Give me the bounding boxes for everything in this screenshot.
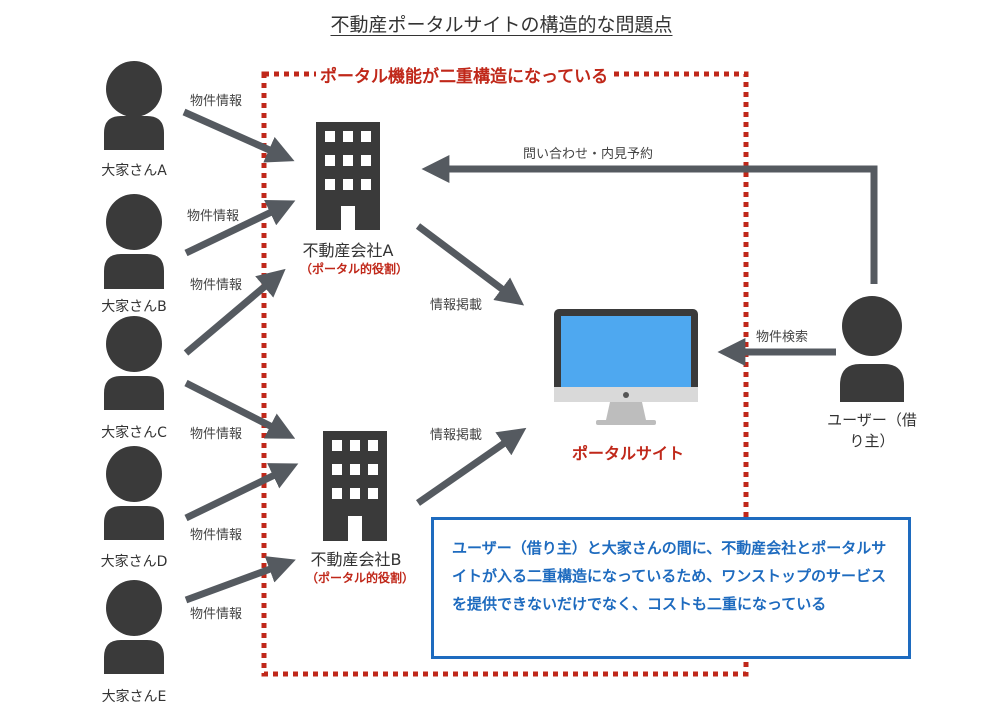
arrow-landlord-b-to-company-a bbox=[184, 200, 296, 257]
property-info-label: 物件情報 bbox=[190, 94, 243, 109]
arrow-landlord-c-to-company-a bbox=[183, 268, 286, 356]
listing-label-b: 情報掲載 bbox=[430, 428, 483, 443]
company-a-label: 不動産会社A bbox=[302, 241, 394, 260]
user-icon bbox=[840, 296, 904, 402]
arrow-landlord-a-to-company-a bbox=[182, 108, 295, 163]
property-info-label: 物件情報 bbox=[187, 209, 240, 224]
landlord-c-label: 大家さんC bbox=[101, 425, 167, 441]
company-b-label: 不動産会社B bbox=[310, 550, 402, 569]
landlord-d-label: 大家さんD bbox=[100, 554, 168, 570]
search-label: 物件検索 bbox=[756, 330, 809, 345]
arrow-user-to-company-a bbox=[421, 155, 878, 284]
company-b-building-icon bbox=[323, 431, 387, 541]
company-b-role-label: （ポータル的役割） bbox=[305, 571, 414, 585]
landlord-c-icon bbox=[104, 316, 164, 410]
arrow-company-a-to-portal bbox=[415, 223, 525, 306]
property-info-label: 物件情報 bbox=[190, 528, 243, 543]
note-text: ユーザー（借り主）と大家さんの間に、不動産会社とポータルサイトが入る二重構造にな… bbox=[452, 539, 887, 613]
property-info-label: 物件情報 bbox=[190, 427, 243, 442]
user-label: ユーザー（借り主） bbox=[827, 411, 917, 450]
portal-site-label: ポータルサイト bbox=[571, 444, 684, 463]
landlord-e-icon bbox=[104, 580, 164, 674]
note-box: ユーザー（借り主）と大家さんの間に、不動産会社とポータルサイトが入る二重構造にな… bbox=[431, 517, 911, 659]
property-info-label: 物件情報 bbox=[190, 607, 243, 622]
arrow-landlord-e-to-company-b bbox=[184, 556, 296, 604]
page-title: 不動産ポータルサイトの構造的な問題点 bbox=[330, 14, 673, 36]
company-a-building-icon bbox=[316, 122, 380, 230]
landlord-b-icon bbox=[104, 194, 164, 289]
landlord-a-icon bbox=[104, 61, 164, 150]
portal-monitor-icon bbox=[554, 309, 698, 425]
landlord-d-icon bbox=[104, 446, 164, 540]
dual-structure-label: ポータル機能が二重構造になっている bbox=[316, 62, 613, 87]
listing-label-a: 情報掲載 bbox=[430, 298, 483, 313]
arrow-landlord-d-to-company-b bbox=[184, 463, 299, 522]
landlord-a-label: 大家さんA bbox=[101, 163, 167, 179]
arrow-landlord-c-to-company-b bbox=[184, 379, 296, 439]
landlord-b-label: 大家さんB bbox=[101, 299, 167, 315]
company-a-role-label: （ポータル的役割） bbox=[299, 262, 408, 276]
arrow-company-b-to-portal bbox=[416, 427, 527, 506]
property-info-label: 物件情報 bbox=[190, 278, 243, 293]
landlord-e-label: 大家さんE bbox=[101, 689, 167, 705]
inquiry-label: 問い合わせ・内見予約 bbox=[523, 147, 654, 162]
